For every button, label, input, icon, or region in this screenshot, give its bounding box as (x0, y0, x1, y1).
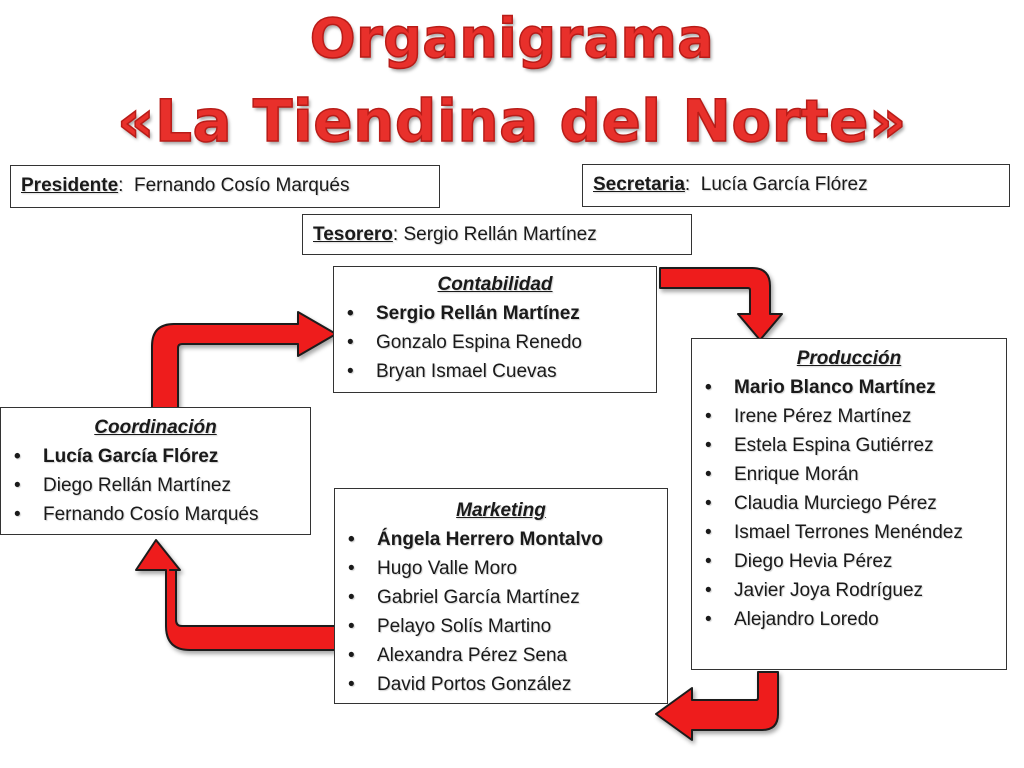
list-item: Javier Joya Rodríguez (692, 576, 1006, 605)
list-item: Alejandro Loredo (692, 605, 1006, 634)
coordinacion-title: Coordinación (94, 417, 217, 438)
chart-title-line-2: «La Tiendina del Norte» (116, 86, 907, 156)
secretaria-label: Secretaria (593, 174, 685, 195)
list-item: Ángela Herrero Montalvo (335, 525, 667, 554)
contabilidad-box: Contabilidad Sergio Rellán Martínez Gonz… (333, 266, 657, 393)
presidente-name: Fernando Cosío Marqués (134, 175, 350, 196)
list-item: Fernando Cosío Marqués (1, 500, 310, 529)
tesorero-label: Tesorero (313, 224, 393, 245)
tesorero-box: Tesorero: Sergio Rellán Martínez (302, 214, 692, 255)
list-item: Irene Pérez Martínez (692, 402, 1006, 431)
arrow-contabilidad-to-produccion (659, 267, 783, 341)
list-item: Mario Blanco Martínez (692, 373, 1006, 402)
contabilidad-title: Contabilidad (437, 274, 553, 295)
coordinacion-list: Lucía García Flórez Diego Rellán Martíne… (1, 442, 310, 529)
list-item: Lucía García Flórez (1, 442, 310, 471)
list-item: Estela Espina Gutiérrez (692, 431, 1006, 460)
chart-title-line-1: Organigrama (309, 6, 715, 71)
list-item: Enrique Morán (692, 460, 1006, 489)
list-item: Claudia Murciego Pérez (692, 489, 1006, 518)
produccion-title: Producción (796, 348, 902, 369)
produccion-list: Mario Blanco Martínez Irene Pérez Martín… (692, 373, 1006, 634)
list-item: Sergio Rellán Martínez (334, 299, 656, 328)
arrow-produccion-to-marketing (655, 671, 779, 741)
arrow-coordinacion-to-contabilidad (151, 311, 337, 409)
list-item: Diego Hevia Pérez (692, 547, 1006, 576)
presidente-box: Presidente: Fernando Cosío Marqués (10, 165, 440, 208)
presidente-label: Presidente (21, 175, 119, 196)
marketing-title: Marketing (456, 500, 546, 521)
marketing-list: Ángela Herrero Montalvo Hugo Valle Moro … (335, 525, 667, 699)
list-item: Gonzalo Espina Renedo (334, 328, 656, 357)
coordinacion-box: Coordinación Lucía García Flórez Diego R… (0, 407, 311, 535)
arrow-marketing-to-coordinacion (135, 539, 337, 651)
secretaria-box: Secretaria: Lucía García Flórez (582, 164, 1010, 207)
list-item: Alexandra Pérez Sena (335, 641, 667, 670)
list-item: Hugo Valle Moro (335, 554, 667, 583)
secretaria-name: Lucía García Flórez (700, 174, 868, 195)
marketing-box: Marketing Ángela Herrero Montalvo Hugo V… (334, 488, 668, 704)
list-item: Pelayo Solís Martino (335, 612, 667, 641)
list-item: Gabriel García Martínez (335, 583, 667, 612)
list-item: Diego Rellán Martínez (1, 471, 310, 500)
list-item: Ismael Terrones Menéndez (692, 518, 1006, 547)
contabilidad-list: Sergio Rellán Martínez Gonzalo Espina Re… (334, 299, 656, 386)
list-item: Bryan Ismael Cuevas (334, 357, 656, 386)
list-item: David Portos González (335, 670, 667, 699)
tesorero-name: Sergio Rellán Martínez (403, 224, 597, 245)
produccion-box: Producción Mario Blanco Martínez Irene P… (691, 338, 1007, 670)
